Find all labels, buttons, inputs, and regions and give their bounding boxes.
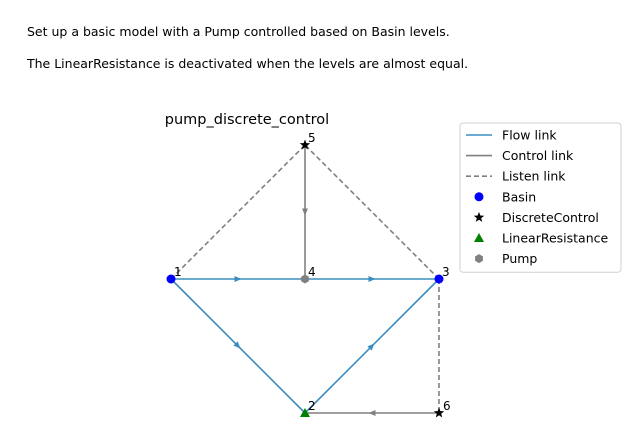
node-4-pump-marker — [301, 274, 309, 284]
description-line-2: The LinearResistance is deactivated when… — [27, 56, 469, 71]
node-2-linearresistance-marker — [300, 408, 310, 417]
node-5-label: 5 — [308, 131, 316, 145]
flow-link-arrow-1-4 — [234, 276, 242, 282]
node-3-label: 3 — [442, 265, 450, 279]
node-4-label: 4 — [308, 265, 316, 279]
basin-icon — [474, 192, 484, 202]
node-1-label: 1 — [174, 265, 182, 279]
control-link-arrow-5-4 — [302, 208, 308, 216]
legend-label: Basin — [502, 189, 536, 204]
legend-frame — [459, 122, 622, 273]
node-6-discretecontrol-marker — [433, 407, 445, 418]
flow-link-arrow-2-3 — [367, 343, 375, 351]
node-2-label: 2 — [308, 399, 316, 413]
node-6-label: 6 — [443, 399, 451, 413]
control-link-arrow-6-2 — [368, 410, 376, 416]
discrete-control-icon — [473, 211, 485, 222]
linear-resistance-icon — [474, 233, 484, 242]
description-line-1: Set up a basic model with a Pump control… — [27, 24, 450, 39]
node-1-basin-marker — [166, 274, 176, 284]
legend-label: LinearResistance — [502, 231, 609, 246]
listen-link-1-5 — [170, 144, 306, 280]
flow-link-arrow-1-2 — [233, 341, 241, 349]
legend-label: DiscreteControl — [502, 210, 599, 225]
nodes-layer: 1 2 3 4 5 6 — [166, 131, 451, 418]
legend-label: Listen link — [502, 169, 566, 184]
legend-label: Pump — [502, 251, 537, 266]
flow-link-arrow-4-3 — [368, 276, 376, 282]
links-layer — [170, 144, 440, 416]
listen-link-3-5 — [304, 144, 440, 280]
diagram-title: pump_discrete_control — [165, 112, 329, 128]
pump-icon — [475, 254, 483, 264]
node-3-basin-marker — [434, 274, 444, 284]
node-5-discretecontrol-marker — [299, 139, 311, 150]
legend-label: Flow link — [502, 128, 557, 143]
legend-label: Control link — [502, 148, 574, 163]
